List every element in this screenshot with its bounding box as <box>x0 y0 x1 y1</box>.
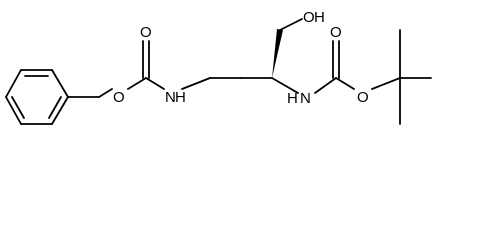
bond-n-ch2 <box>181 77 211 90</box>
atom-label-o: O <box>357 89 369 106</box>
ring-bond <box>51 96 69 125</box>
atom-label-n: N <box>165 89 176 106</box>
stereo-wedge <box>272 29 283 78</box>
atom-label-h: H <box>287 90 298 107</box>
ring-bond <box>5 96 22 125</box>
bond-ch-n <box>271 77 299 94</box>
atom-label-o: O <box>303 9 315 26</box>
bond-carbonyl-n <box>145 77 165 90</box>
carbon-chain <box>209 18 303 94</box>
bond-ch2-o <box>98 88 113 98</box>
atom-label-n: N <box>300 90 311 107</box>
ring-bond <box>5 69 22 98</box>
atom-label-h: H <box>175 89 186 106</box>
bond-o-carbonyl <box>127 77 147 90</box>
ring-double-bond <box>48 96 62 119</box>
atom-label-o: O <box>330 24 342 41</box>
bond-o-quaternary <box>371 77 401 90</box>
benzene-ring <box>5 69 69 125</box>
cbz-group <box>67 40 211 98</box>
ring-bond <box>51 69 69 98</box>
boc-group <box>314 29 432 125</box>
molecule-svg: O O N H O H N H O O <box>5 9 432 125</box>
bond-carbonyl-o <box>335 77 355 90</box>
ring-double-bond <box>11 96 25 119</box>
atom-label-h: H <box>314 9 325 26</box>
atom-label-o: O <box>140 24 152 41</box>
structure-diagram: O O N H O H N H O O <box>5 9 432 125</box>
bond-n-carbonyl <box>314 77 337 94</box>
atom-labels: O O N H O H N H O O <box>113 9 369 107</box>
bond-ch2-oh <box>279 18 303 31</box>
atom-label-o: O <box>113 89 125 106</box>
